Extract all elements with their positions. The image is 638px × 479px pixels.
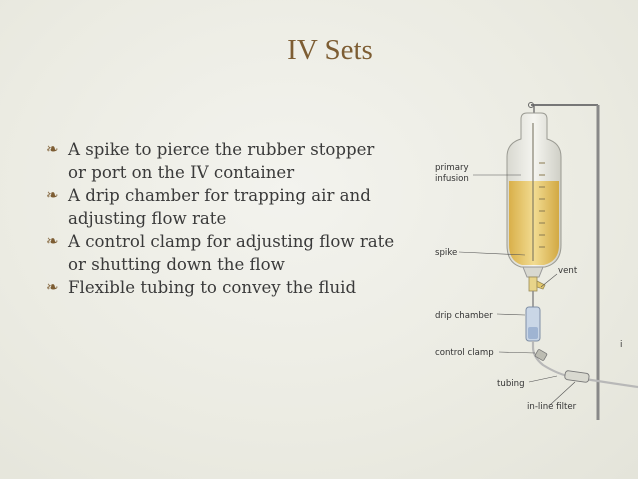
label-inline-filter: in-line filter [527,402,577,412]
label-primary: primary [435,163,469,173]
label-tubing: tubing [497,379,525,389]
bullet-list: ❧ A spike to pierce the rubber stopper or… [46,138,396,299]
inline-filter [564,370,590,383]
label-infusion: infusion [435,174,469,184]
label-drip-chamber: drip chamber [435,311,493,321]
swirl-bullet-icon: ❧ [46,140,59,158]
bullet-item: ❧ A spike to pierce the rubber stopper or… [46,138,396,184]
swirl-bullet-icon: ❧ [46,232,59,250]
drip-chamber [525,306,541,342]
bullet-text: A spike to pierce the rubber stopper or … [68,140,375,182]
iv-bottle [506,112,562,278]
label-spike: spike [435,248,457,258]
iv-set-illustration: primary infusion spike vent drip chamber… [435,102,638,420]
label-control-clamp: control clamp [435,348,494,358]
slide-title: IV Sets [287,34,373,66]
bullet-text: A drip chamber for trapping air and adju… [68,186,371,228]
bullet-text: Flexible tubing to convey the fluid [68,278,357,297]
callout-lines [458,174,576,406]
iv-set-diagram: primary infusion spike vent drip chamber… [425,95,638,425]
control-clamp [534,349,548,361]
label-edge-mark: i [620,340,622,350]
label-vent: vent [558,266,578,276]
iv-tubing [531,341,638,389]
swirl-bullet-icon: ❧ [46,186,59,204]
bullet-item: ❧ Flexible tubing to convey the fluid [46,276,396,299]
bullet-item: ❧ A control clamp for adjusting flow rate… [46,230,396,276]
swirl-bullet-icon: ❧ [46,278,59,296]
bullet-text: A control clamp for adjusting flow rate … [68,232,395,274]
bullet-item: ❧ A drip chamber for trapping air and adj… [46,184,396,230]
iv-pole [528,102,600,420]
spike-assembly [528,276,546,307]
